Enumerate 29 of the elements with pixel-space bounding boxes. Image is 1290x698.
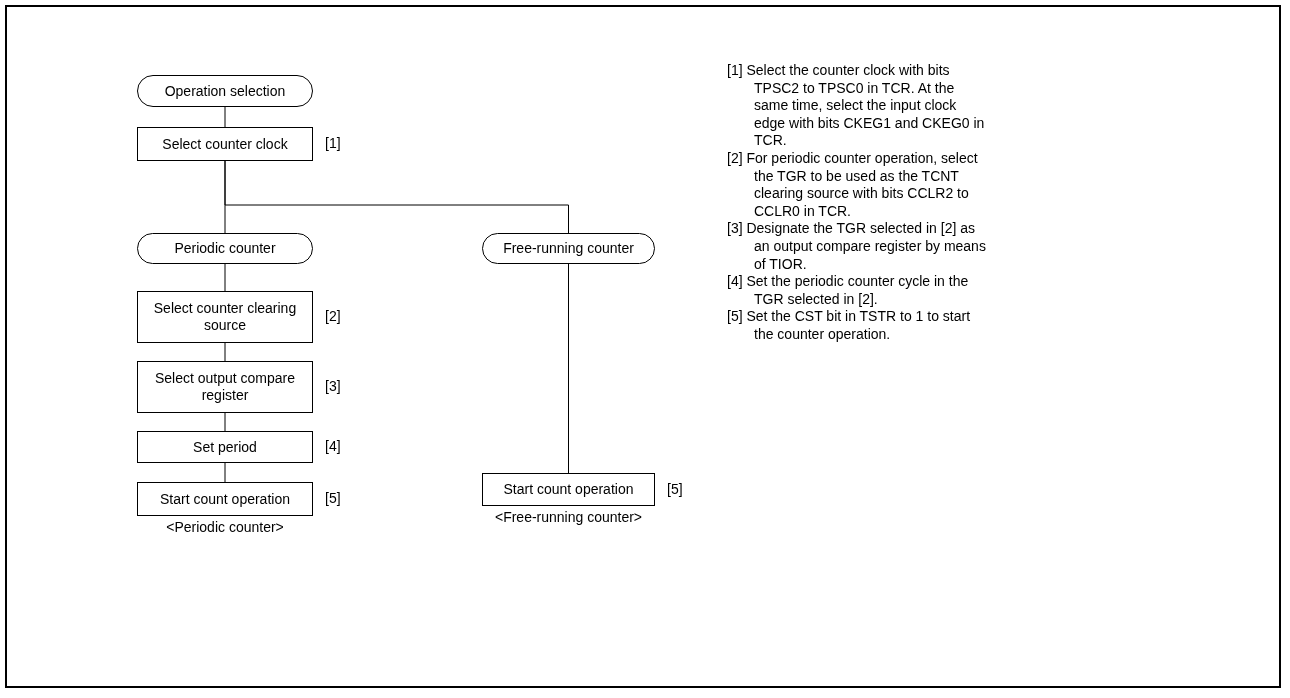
connector-line (224, 263, 226, 292)
connector-line (224, 160, 569, 234)
note-text: [4] Set the periodic counter cycle in the TGR selected in [2]. (727, 273, 970, 309)
step-number: [3] (325, 378, 341, 394)
process-box: Select output compare register (137, 361, 313, 413)
process-box: Select counter clearing source (137, 291, 313, 343)
note-text: [3] Designate the TGR selected in [2] as an output compare register by means of TIOR. (727, 220, 987, 274)
connector-line (224, 412, 226, 432)
node-label: <Periodic counter> (165, 519, 285, 535)
note-text: [1] Select the counter clock with bits TPSC2 to TPSC0 in TCR. At the same time, select the input clock edge with bits CKEG1 and CKEG0 in TCR. (727, 62, 986, 150)
terminal-shape: Periodic counter (137, 233, 313, 264)
connector-line (224, 106, 226, 128)
step-number: [1] (325, 135, 341, 151)
connector-line (224, 342, 226, 362)
process-box: Start count operation (137, 482, 313, 516)
step-number: [2] (325, 308, 341, 324)
terminal-shape: Free-running counter (482, 233, 655, 264)
note-text: [2] For periodic counter operation, select the TGR to be used as the TCNT clearing source with bits CCLR2 to CCLR0 in TCR. (727, 149, 979, 221)
note-text: [5] Set the CST bit in TSTR to 1 to start the counter operation. (727, 308, 972, 344)
step-number: [5] (325, 490, 341, 506)
step-number: [5] (667, 480, 683, 497)
node-label: <Free-running counter> (493, 509, 644, 525)
process-box: Start count operation (482, 473, 655, 506)
step-number: [4] (325, 438, 341, 454)
process-box: Set period (137, 431, 313, 463)
connector-line (568, 263, 569, 474)
terminal-shape: Operation selection (137, 75, 313, 107)
process-box: Select counter clock (137, 127, 313, 161)
connector-line (224, 462, 226, 483)
